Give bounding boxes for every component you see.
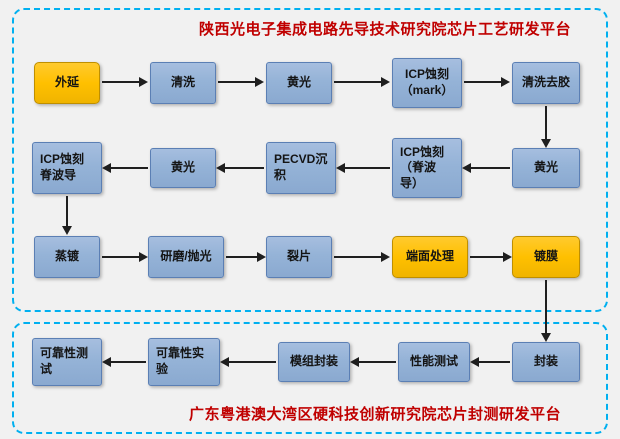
arrow-performance-to-module-icon bbox=[350, 357, 396, 367]
node-cleaning: 清洗 bbox=[150, 62, 216, 104]
arrow-coating-to-packaging-icon bbox=[541, 280, 551, 342]
arrow-icp-mark-to-clean-degum-icon bbox=[464, 77, 510, 87]
node-packaging: 封装 bbox=[512, 342, 580, 382]
node-lithography-1: 黄光 bbox=[266, 62, 332, 104]
node-grinding-polishing: 研磨/抛光 bbox=[148, 236, 224, 278]
arrow-grinding-to-cleaving-icon bbox=[226, 252, 266, 262]
arrow-lithography-to-icp-mark-icon bbox=[334, 77, 390, 87]
arrow-lithography3-to-icp-ridge2-icon bbox=[102, 163, 148, 173]
node-epitaxy: 外延 bbox=[34, 62, 100, 104]
arrow-epitaxy-to-cleaning-icon bbox=[102, 77, 148, 87]
arrow-cleaving-to-facet-icon bbox=[334, 252, 390, 262]
node-module-packaging: 模组封装 bbox=[278, 342, 350, 382]
node-coating: 镀膜 bbox=[512, 236, 580, 278]
arrow-cleaning-to-lithography-icon bbox=[218, 77, 264, 87]
node-facet-treatment: 端面处理 bbox=[392, 236, 468, 278]
node-lithography-3: 黄光 bbox=[150, 148, 216, 188]
node-performance-test: 性能测试 bbox=[398, 342, 470, 382]
bottom-platform-panel bbox=[12, 322, 608, 434]
bottom-platform-title: 广东粤港澳大湾区硬科技创新研究院芯片封测研发平台 bbox=[188, 406, 561, 423]
arrow-pecvd-to-lithography3-icon bbox=[216, 163, 264, 173]
node-evaporation: 蒸镀 bbox=[34, 236, 100, 278]
top-platform-title: 陕西光电子集成电路先导技术研究院芯片工艺研发平台 bbox=[198, 21, 571, 38]
arrow-module-to-reliability-exp-icon bbox=[220, 357, 276, 367]
node-icp-etch-mark: ICP蚀刻 （mark） bbox=[392, 58, 462, 108]
node-reliability-experiment: 可靠性实 验 bbox=[148, 338, 220, 386]
arrow-icp-ridge2-to-evaporation-icon bbox=[62, 196, 72, 235]
node-cleaving: 裂片 bbox=[266, 236, 332, 278]
arrow-facet-to-coating-icon bbox=[470, 252, 512, 262]
top-platform-panel bbox=[12, 8, 608, 312]
arrow-clean-degum-to-lithography2-icon bbox=[541, 106, 551, 148]
arrow-reliability-exp-to-reliability-test-icon bbox=[102, 357, 146, 367]
arrow-packaging-to-performance-icon bbox=[470, 357, 510, 367]
node-clean-degum: 清洗去胶 bbox=[512, 62, 580, 104]
node-lithography-2: 黄光 bbox=[512, 148, 580, 188]
node-pecvd-deposition: PECVD沉 积 bbox=[266, 142, 336, 194]
node-icp-etch-ridge-waveguide-2: ICP蚀刻 脊波导 bbox=[32, 142, 102, 194]
node-reliability-test: 可靠性测 试 bbox=[32, 338, 102, 386]
arrow-icp-ridge-to-pecvd-icon bbox=[336, 163, 390, 173]
arrow-evaporation-to-grinding-icon bbox=[102, 252, 148, 262]
arrow-lithography2-to-icp-ridge-icon bbox=[462, 163, 510, 173]
node-icp-etch-ridge-waveguide: ICP蚀刻 （脊波 导） bbox=[392, 138, 462, 198]
